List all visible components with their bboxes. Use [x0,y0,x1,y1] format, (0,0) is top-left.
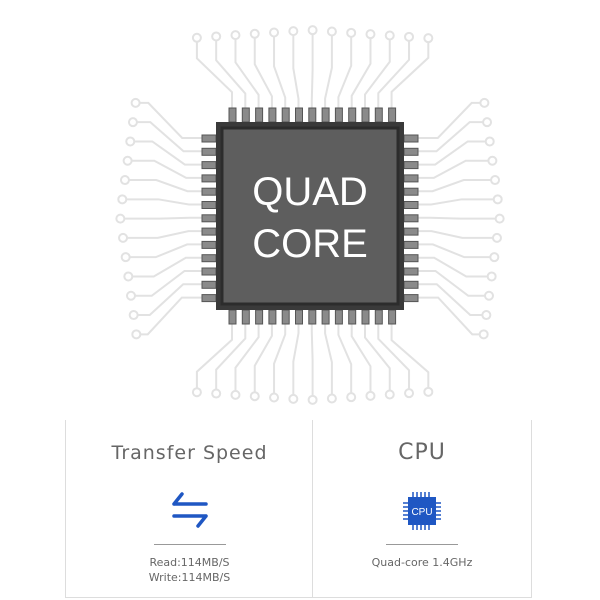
processor-illustration: QUAD CORE [115,25,505,405]
cpu-spec-text: Quad-core 1.4GHz [313,555,531,570]
panel-title: CPU [398,440,446,465]
transfer-speed-panel: Transfer Speed Read:114MB/S Write:114MB/… [65,420,313,598]
write-speed: Write:114MB/S [148,571,231,584]
transfer-arrows-icon [170,490,210,534]
cpu-panel: CPU CPU Quad-core 1.4GHz [312,420,532,598]
read-speed: Read:114MB/S [149,556,230,569]
cpu-chip-icon: CPU [401,490,443,536]
divider [153,544,226,545]
panel-title: Transfer Speed [111,442,268,464]
transfer-speed-text: Read:114MB/S Write:114MB/S [66,555,313,585]
cpu-spec: Quad-core 1.4GHz [371,556,473,569]
chip-label-line1: QUAD [252,170,368,214]
divider [386,544,458,545]
svg-text:CPU: CPU [411,507,432,518]
chip-body [220,126,400,306]
chip-label-line2: CORE [252,222,368,266]
